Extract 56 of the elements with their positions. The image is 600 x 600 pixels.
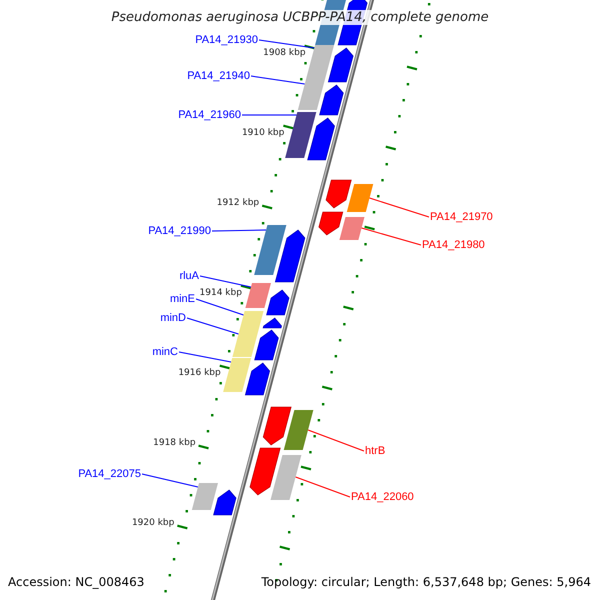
gene-block — [223, 358, 252, 392]
gene-label: PA14_21960 — [178, 110, 241, 120]
gene-label: PA14_21940 — [187, 70, 250, 82]
gene-pentagon — [266, 290, 290, 316]
gene-block — [270, 455, 302, 500]
leader-line — [186, 318, 239, 334]
gene-pentagon — [307, 118, 335, 160]
gene-block — [245, 283, 271, 308]
scale-label: 1916 kbp — [178, 369, 221, 378]
gene-block — [192, 483, 218, 510]
leader-line — [242, 114, 298, 116]
leader-line — [295, 476, 350, 498]
leader-line — [142, 474, 198, 488]
gene-label: PA14_22060 — [351, 492, 414, 502]
gene-block — [306, 45, 334, 78]
leader-line — [361, 228, 422, 246]
gene-label: minC — [152, 346, 178, 358]
gene-block — [285, 112, 316, 158]
leader-line — [212, 230, 267, 232]
leader-line — [178, 352, 232, 362]
scale-label: 1920 kbp — [132, 518, 174, 528]
gene-label: PA14_21980 — [422, 240, 485, 250]
gene-pentagon — [274, 230, 306, 282]
leader-line — [200, 276, 252, 288]
gene-label: rluA — [179, 270, 199, 282]
scale-label: 1918 kbp — [153, 438, 196, 448]
gene-pentagon — [250, 448, 281, 496]
leader-line — [369, 198, 430, 218]
footer-note: Topology: circular; Length: 6,537,648 bp; Genes: 5,964 — [261, 576, 591, 588]
gene-pentagon — [213, 490, 236, 516]
gene-block — [339, 217, 364, 240]
leader-line — [258, 40, 315, 48]
leader-line — [196, 298, 244, 316]
gene-label: htrB — [365, 446, 386, 456]
gene-block — [346, 184, 374, 212]
gene-label: PA14_21990 — [148, 226, 211, 236]
gene-label: PA14_22075 — [78, 468, 141, 480]
gene-pentagon — [244, 362, 270, 396]
gene-label: PA14_21970 — [430, 212, 493, 222]
gene-label: minD — [160, 312, 186, 324]
scale-label: 1910 kbp — [242, 129, 284, 138]
footer-note: Accession: NC_008463 — [8, 576, 144, 588]
scale-label: 1914 kbp — [200, 289, 242, 298]
gene-block — [298, 78, 326, 110]
gene-label: minE — [170, 294, 195, 304]
gene-pentagon — [262, 406, 292, 446]
gene-pentagon — [318, 212, 344, 236]
gene-pentagon — [328, 48, 354, 82]
gene-block — [284, 410, 314, 450]
scale-label: 1912 kbp — [216, 198, 260, 208]
gene-label: PA14_21930 — [195, 34, 258, 46]
scale-label: 1908 kbp — [263, 49, 306, 58]
gene-block — [254, 225, 286, 275]
gene-pentagon — [326, 180, 352, 208]
gene-pentagon — [319, 84, 344, 116]
leader-line — [250, 76, 306, 84]
